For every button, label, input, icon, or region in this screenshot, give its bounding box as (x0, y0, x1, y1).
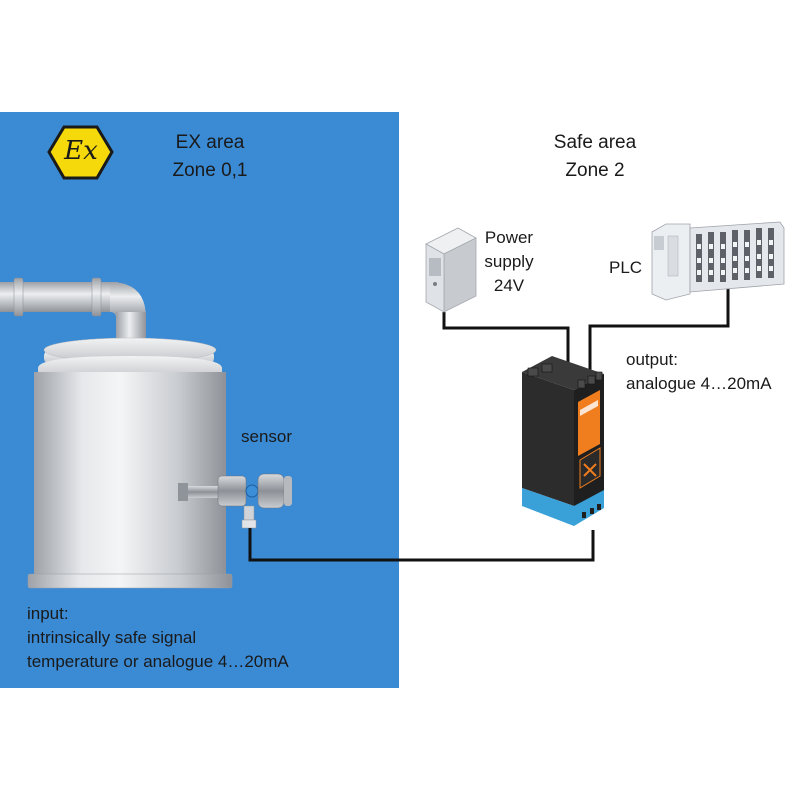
safe-area-title: Safe area (553, 132, 637, 153)
ex-area-zone: Zone 0,1 (172, 160, 248, 181)
input-label-line2: intrinsically safe signal (27, 628, 197, 647)
tank-icon (27, 337, 233, 589)
signal-isolator-icon (522, 356, 604, 526)
ex-symbol-text: Ex (64, 136, 98, 166)
ex-area-title: EX area (175, 132, 245, 153)
power-supply-label-line3: 24V (493, 276, 525, 295)
power-supply-icon (425, 227, 477, 313)
plc-icon (651, 221, 785, 301)
safe-area-zone: Zone 2 (565, 160, 625, 181)
input-label-line3: temperature or analogue 4…20mA (27, 652, 289, 671)
output-label-line1: output: (626, 350, 678, 369)
wire-plc (588, 284, 730, 376)
input-label-line1: input: (27, 604, 69, 623)
pipe-icon (0, 277, 146, 342)
plc-label: PLC (609, 258, 643, 277)
sensor-icon (178, 473, 292, 529)
ex-warning-icon (47, 125, 114, 180)
power-supply-label-line1: Power (484, 228, 534, 247)
wiring (248, 284, 730, 562)
sensor-label: sensor (241, 427, 293, 446)
output-label-line2: analogue 4…20mA (626, 374, 772, 393)
power-supply-label-line2: supply (484, 252, 534, 271)
wire-sensor (248, 528, 595, 562)
wire-power-supply (442, 312, 570, 372)
